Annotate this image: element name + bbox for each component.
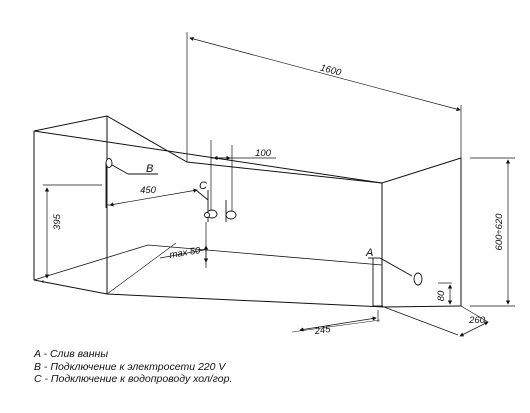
top-rim bbox=[33, 115, 462, 184]
dim-100: 100 bbox=[255, 148, 272, 159]
legend-item-a: A - Слив ванны bbox=[34, 348, 109, 360]
dim-1600: 1600 bbox=[319, 63, 343, 79]
dimension-lines bbox=[42, 32, 515, 337]
connector-b bbox=[105, 158, 113, 168]
dim-245: 245 bbox=[313, 324, 332, 337]
legend-item-b: B - Подключение к электросети 220 V bbox=[34, 360, 226, 373]
drain-a bbox=[413, 272, 423, 286]
back-top-edge bbox=[33, 130, 383, 184]
legend: A - Слив ванны B - Подключение к электро… bbox=[34, 348, 232, 386]
bottom-edge bbox=[33, 279, 462, 308]
dim-260: 260 bbox=[468, 315, 486, 326]
connector-c-2 bbox=[225, 210, 237, 220]
dim-395: 395 bbox=[52, 213, 63, 230]
dim-max-50: max 50 bbox=[169, 245, 202, 261]
fittings bbox=[105, 158, 423, 307]
label-b: B bbox=[146, 163, 153, 175]
label-a: A bbox=[365, 247, 373, 259]
floor-back-edge bbox=[33, 244, 383, 281]
dim-600-620: 600÷620 bbox=[494, 213, 505, 251]
label-c: C bbox=[199, 180, 207, 192]
dim-450: 450 bbox=[140, 185, 157, 196]
bathtub-outline bbox=[33, 115, 462, 308]
legend-item-c: C - Подключение к водопроводу хол/гор. bbox=[34, 373, 233, 385]
dim-80: 80 bbox=[436, 290, 447, 301]
